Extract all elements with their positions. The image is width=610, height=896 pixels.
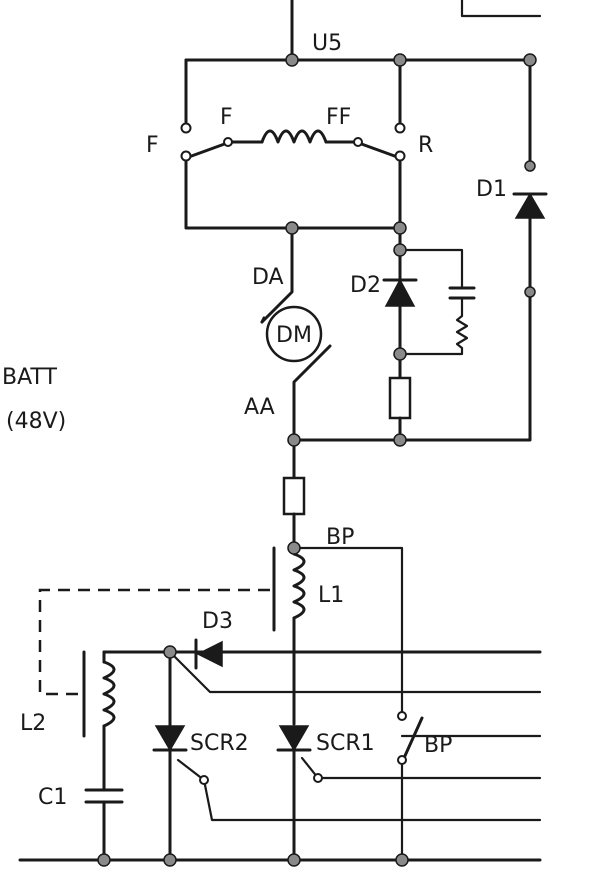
d1-diode-triangle bbox=[514, 192, 546, 219]
junction-node bbox=[285, 221, 299, 235]
l1-l2-coupling bbox=[38, 588, 270, 696]
bp-switch-arm bbox=[402, 716, 424, 760]
junction-node bbox=[285, 53, 299, 67]
field-crossbar-right bbox=[324, 140, 402, 160]
bp-switch bbox=[400, 716, 542, 862]
motor-section bbox=[260, 226, 332, 442]
bp-contact-upper bbox=[397, 711, 407, 721]
junction-node bbox=[393, 347, 407, 361]
label-d3: D3 bbox=[202, 609, 233, 634]
junction-node bbox=[524, 160, 536, 172]
r-contact-lower bbox=[394, 150, 406, 162]
label-d2: D2 bbox=[350, 273, 381, 298]
label-d1: D1 bbox=[476, 177, 507, 202]
junction-node bbox=[393, 53, 407, 67]
label-scr1: SCR1 bbox=[316, 731, 375, 756]
label-aa: AA bbox=[244, 395, 275, 420]
label-batt: BATT bbox=[2, 365, 57, 390]
junction-node bbox=[287, 433, 301, 447]
junction-node bbox=[163, 645, 177, 659]
r-contact-upper bbox=[394, 122, 406, 134]
ff-coil-terminal bbox=[353, 137, 363, 147]
top-box-corner bbox=[460, 0, 542, 18]
scr1-gate-wire bbox=[300, 756, 542, 780]
dm-motor-symbol bbox=[265, 305, 323, 363]
d2-series-resistor bbox=[388, 376, 412, 420]
l2-coil bbox=[102, 660, 116, 728]
d2-diode-triangle bbox=[384, 278, 416, 307]
junction-node bbox=[163, 853, 177, 867]
label-bp-switch: BP bbox=[424, 733, 452, 758]
f-contact-lower-wire bbox=[184, 158, 294, 230]
d1-branch bbox=[292, 192, 548, 442]
junction-node bbox=[287, 853, 301, 867]
armature-brush-lower bbox=[292, 344, 332, 442]
armature-brush-upper bbox=[260, 316, 266, 324]
snubber-capacitor bbox=[448, 286, 476, 300]
bp-contact-lower bbox=[397, 755, 407, 765]
c1-capacitor bbox=[84, 788, 124, 804]
label-dm: DM bbox=[276, 323, 312, 348]
label-ff-coil: FF bbox=[326, 105, 351, 130]
label-c1: C1 bbox=[38, 785, 67, 810]
scr1-gate-terminal bbox=[313, 773, 323, 783]
d2-network bbox=[382, 226, 476, 442]
junction-node bbox=[97, 853, 111, 867]
junction-node bbox=[523, 53, 537, 67]
f-contact-upper bbox=[180, 122, 192, 134]
l1-section bbox=[272, 438, 404, 726]
snubber-resistor bbox=[398, 296, 469, 356]
label-l2: L2 bbox=[20, 711, 46, 736]
scr2-crossover bbox=[168, 650, 542, 694]
junction-node bbox=[393, 433, 407, 447]
junction-node bbox=[393, 243, 407, 257]
d1-lower-wire bbox=[292, 216, 532, 442]
label-bp-top: BP bbox=[326, 525, 354, 550]
label-scr2: SCR2 bbox=[190, 731, 249, 756]
junction-node bbox=[287, 541, 301, 555]
scr1-section bbox=[276, 650, 542, 862]
series-resistor bbox=[282, 476, 306, 516]
d3-diode-triangle bbox=[196, 640, 223, 668]
junction-node bbox=[395, 853, 409, 867]
label-batt-voltage: (48V) bbox=[6, 409, 66, 434]
label-r-terminal: R bbox=[418, 133, 433, 158]
commutation-section bbox=[82, 638, 542, 862]
field-coil bbox=[260, 129, 328, 144]
label-da: DA bbox=[252, 265, 284, 290]
scr2-gate-terminal bbox=[199, 775, 209, 785]
label-f-terminal: F bbox=[146, 133, 159, 158]
f-contact-lower bbox=[180, 150, 192, 162]
bp-wire bbox=[292, 546, 404, 714]
label-l1: L1 bbox=[318, 583, 344, 608]
scr1-triangle bbox=[278, 725, 310, 752]
scr2-triangle bbox=[154, 725, 186, 752]
junction-node bbox=[524, 286, 536, 298]
f-coil-terminal bbox=[223, 137, 233, 147]
label-u5: U5 bbox=[312, 31, 342, 56]
da-wire bbox=[260, 226, 294, 324]
junction-node bbox=[393, 221, 407, 235]
l1-coil bbox=[292, 552, 306, 620]
snubber-top-wire bbox=[398, 248, 464, 290]
scr2-gate-wire bbox=[176, 758, 542, 822]
label-f-coil: F bbox=[220, 105, 233, 130]
